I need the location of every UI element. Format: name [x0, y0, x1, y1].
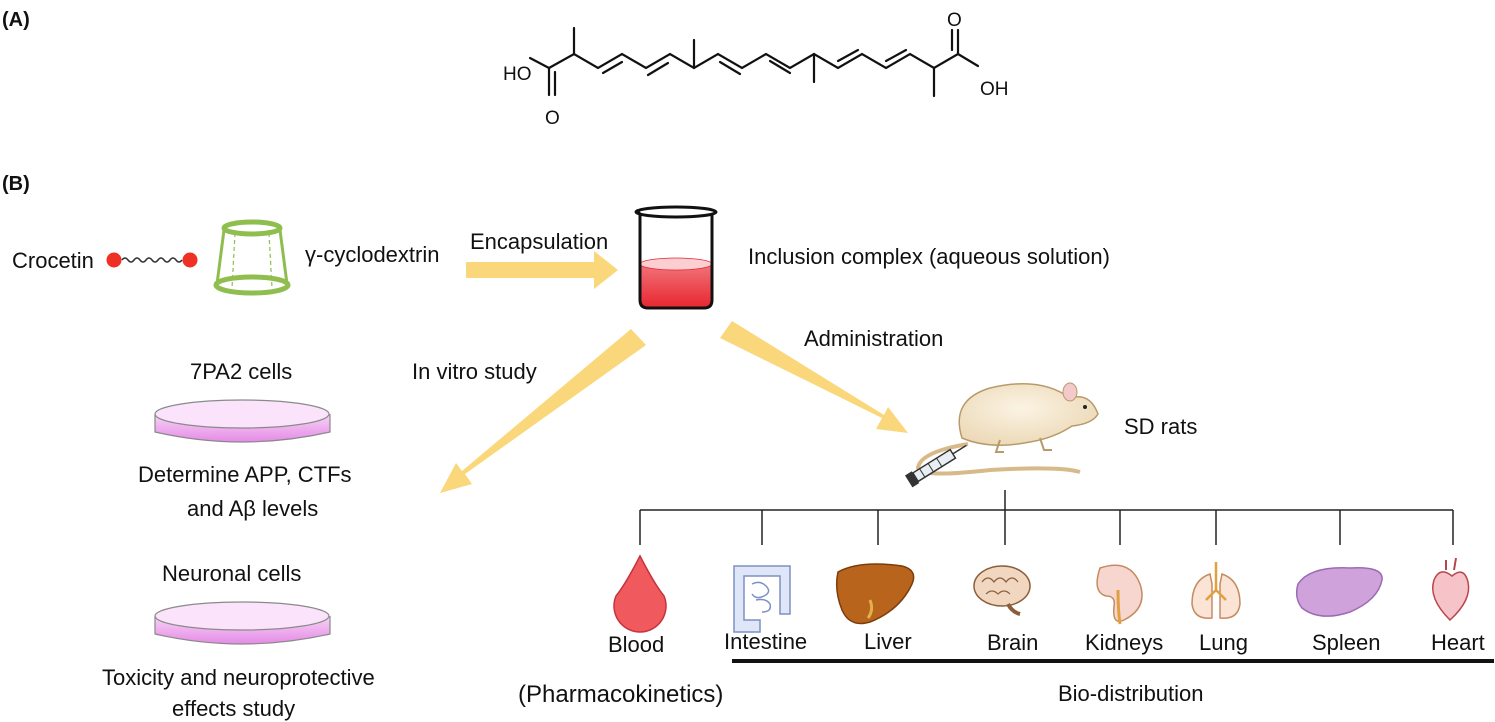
organ-label-spleen: Spleen	[1312, 630, 1381, 655]
crocetin-label: Crocetin	[12, 248, 94, 273]
cells-7pa2-desc-line2: and Aβ levels	[187, 496, 318, 521]
crocetin-molecule-icon	[106, 252, 198, 268]
oxygen-bottom-label: O	[545, 108, 560, 129]
organ-label-liver: Liver	[864, 629, 912, 654]
heart-icon	[1432, 557, 1470, 622]
brain-icon	[973, 565, 1031, 616]
in-vitro-label: In vitro study	[412, 359, 537, 384]
crocetin-structure	[528, 26, 980, 98]
cells-neuronal-desc-line2: effects study	[172, 696, 295, 721]
organ-label-blood: Blood	[608, 632, 664, 657]
cells-7pa2-title: 7PA2 cells	[190, 359, 292, 384]
petri-dish-7pa2-icon	[154, 399, 331, 443]
carboxyl-oh-label: OH	[980, 79, 1009, 100]
organ-label-brain: Brain	[987, 630, 1038, 655]
organ-label-intestine: Intestine	[724, 629, 807, 654]
cells-7pa2-desc-line1: Determine APP, CTFs	[138, 462, 352, 487]
panel-label-a: (A)	[2, 9, 30, 31]
blood-drop-icon	[613, 554, 667, 633]
pharmacokinetics-label: (Pharmacokinetics)	[518, 681, 723, 708]
petri-dish-neuronal-icon	[154, 601, 331, 645]
organ-label-heart: Heart	[1431, 630, 1485, 655]
administration-arrow	[720, 321, 908, 433]
lung-icon	[1191, 562, 1241, 619]
organ-tree-lines	[639, 490, 1454, 545]
sd-rats-label: SD rats	[1124, 414, 1197, 439]
organ-label-lung: Lung	[1199, 630, 1248, 655]
bio-distribution-label: Bio-distribution	[1058, 681, 1204, 706]
cells-neuronal-desc-line1: Toxicity and neuroprotective	[102, 665, 375, 690]
carboxyl-ho-label: HO	[503, 64, 532, 85]
panel-label-b: (B)	[2, 173, 30, 195]
cyclodextrin-label: γ-cyclodextrin	[305, 242, 439, 267]
encapsulation-arrow	[466, 251, 618, 289]
beaker-icon	[634, 205, 718, 310]
encapsulation-label: Encapsulation	[470, 229, 608, 254]
kidney-icon	[1096, 564, 1143, 625]
intestine-icon	[733, 565, 791, 633]
rat-icon	[905, 382, 1099, 488]
cyclodextrin-icon	[213, 219, 291, 296]
liver-icon	[835, 563, 915, 625]
inclusion-complex-label: Inclusion complex (aqueous solution)	[748, 244, 1110, 269]
organ-label-kidneys: Kidneys	[1085, 630, 1163, 655]
oxygen-top-label: O	[947, 10, 962, 31]
cells-neuronal-title: Neuronal cells	[162, 561, 301, 586]
administration-label: Administration	[804, 326, 943, 351]
spleen-icon	[1295, 567, 1383, 617]
in-vitro-arrow	[440, 329, 646, 493]
